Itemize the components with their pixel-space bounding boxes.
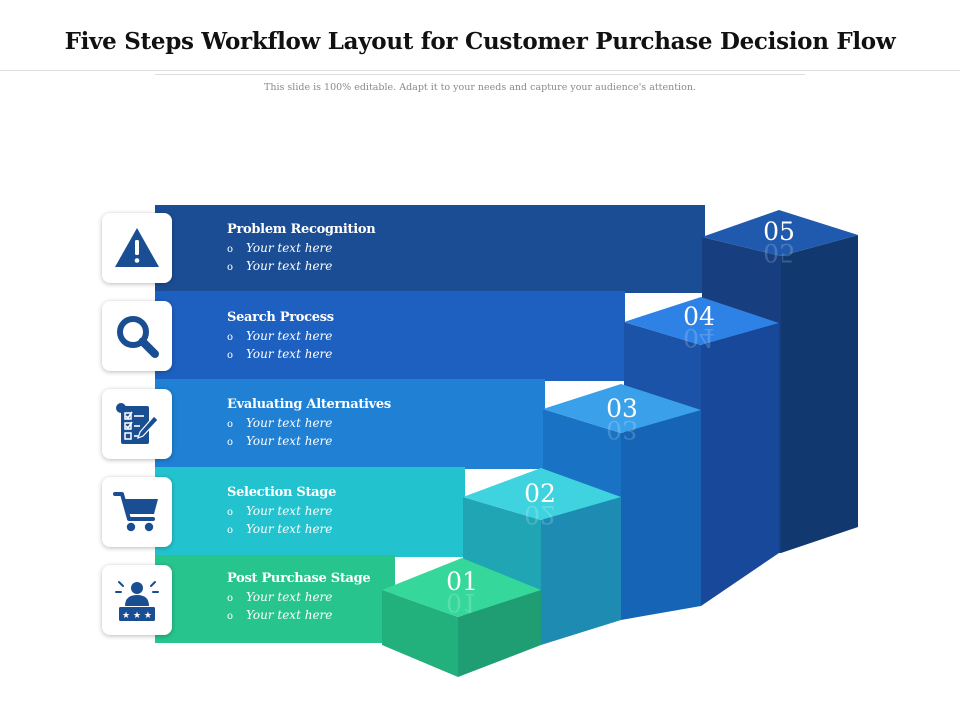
step-number-03: 03 03 [606,394,638,444]
svg-text:04: 04 [683,302,715,331]
svg-text:04: 04 [683,323,715,352]
icon-card-evaluating-alternatives [102,389,172,459]
step-title: Selection Stage [227,485,337,500]
band-02 [155,467,465,557]
title-divider [0,70,960,71]
step-title: Search Process [227,310,334,325]
band-05 [155,205,705,293]
checklist-icon [116,403,159,444]
svg-text:01: 01 [446,567,478,596]
svg-text:03: 03 [606,415,638,444]
page-title: Five Steps Workflow Layout for Customer … [64,28,896,55]
svg-text:02: 02 [524,500,556,529]
step-title: Evaluating Alternatives [227,397,391,412]
svg-text:05: 05 [763,238,795,267]
svg-text:01: 01 [446,588,478,617]
warning-icon [115,228,159,267]
customer-rating-icon: ★ ★ ★ [115,581,159,621]
block-01 [382,558,541,677]
band-03 [155,379,545,469]
icon-card-problem-recognition [102,213,172,283]
step-number-01: 01 01 [446,567,478,617]
step-number-05: 05 05 [763,217,795,267]
icon-card-search-process [102,301,172,371]
step-title: Problem Recognition [227,222,376,237]
subtitle-divider [155,74,805,75]
icon-card-post-purchase-stage: ★ ★ ★ [102,565,172,635]
page-subtitle: This slide is 100% editable. Adapt it to… [264,82,696,93]
step-number-02: 02 02 [524,479,556,529]
svg-text:05: 05 [763,217,795,246]
svg-text:02: 02 [524,479,556,508]
step-number-04: 04 04 [683,302,715,352]
shopping-cart-icon [113,492,158,532]
svg-text:★ ★ ★: ★ ★ ★ [122,611,152,621]
band-04 [155,291,625,381]
icon-card-selection-stage [102,477,172,547]
step-title: Post Purchase Stage [227,571,371,586]
band-01 [155,555,395,643]
search-icon [117,316,159,358]
svg-text:03: 03 [606,394,638,423]
